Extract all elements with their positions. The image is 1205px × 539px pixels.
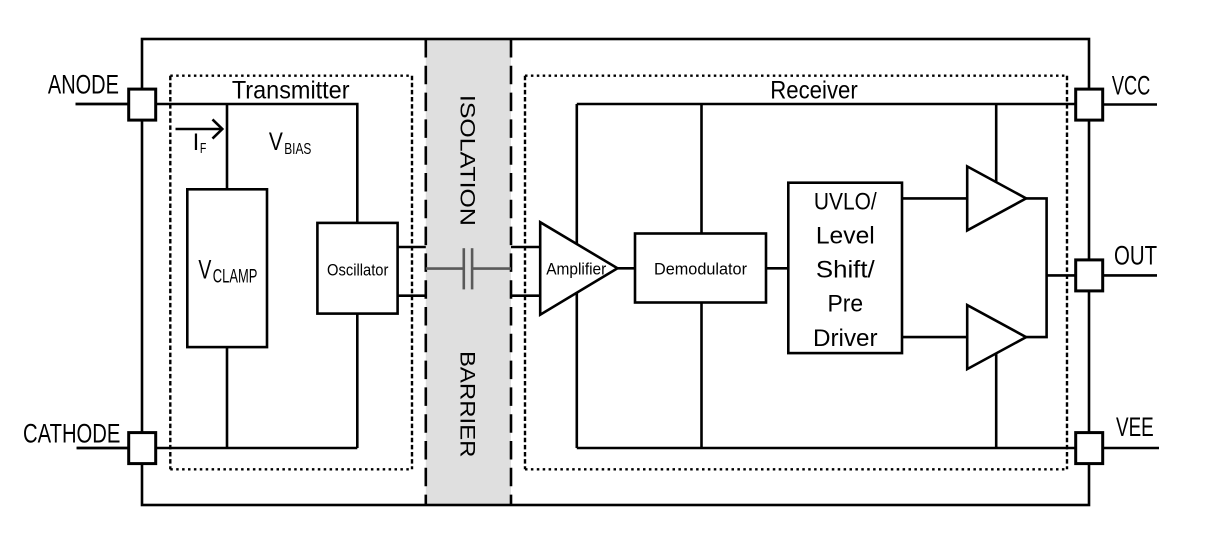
svg-text:Level: Level — [816, 223, 875, 250]
svg-text:CATHODE: CATHODE — [23, 419, 120, 449]
svg-text:OUT: OUT — [1114, 241, 1157, 271]
svg-text:ANODE: ANODE — [48, 70, 119, 100]
svg-text:Pre: Pre — [828, 291, 864, 318]
svg-text:Oscillator: Oscillator — [327, 261, 389, 280]
svg-text:V: V — [269, 128, 283, 156]
svg-text:F: F — [200, 140, 207, 157]
svg-text:Receiver: Receiver — [770, 76, 858, 104]
svg-text:BIAS: BIAS — [284, 141, 311, 158]
svg-text:Driver: Driver — [813, 325, 878, 352]
svg-text:Demodulator: Demodulator — [654, 259, 747, 278]
svg-text:I: I — [193, 129, 200, 156]
svg-text:Shift/: Shift/ — [816, 257, 875, 284]
svg-text:Transmitter: Transmitter — [232, 77, 350, 105]
svg-text:V: V — [198, 255, 211, 285]
svg-text:BARRIER: BARRIER — [456, 351, 479, 458]
svg-text:VCC: VCC — [1112, 71, 1150, 101]
svg-text:CLAMP: CLAMP — [213, 267, 258, 288]
svg-text:Amplifier: Amplifier — [546, 260, 606, 279]
svg-text:ISOLATION: ISOLATION — [456, 95, 479, 226]
svg-text:UVLO/: UVLO/ — [814, 188, 877, 215]
svg-text:VEE: VEE — [1116, 412, 1154, 442]
